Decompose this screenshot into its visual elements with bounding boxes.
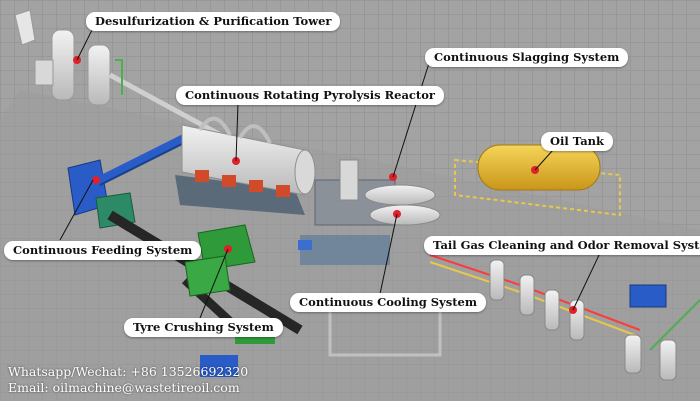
label-pyrolysis-reactor: Continuous Rotating Pyrolysis Reactor bbox=[176, 86, 444, 105]
contact-whatsapp: Whatsapp/Wechat: +86 13526692320 bbox=[8, 364, 249, 379]
marker-dot bbox=[92, 176, 100, 184]
label-desulfurization-tower: Desulfurization & Purification Tower bbox=[86, 12, 341, 31]
label-tyre-crushing-system: Tyre Crushing System bbox=[124, 318, 283, 337]
label-slagging-system: Continuous Slagging System bbox=[425, 48, 629, 67]
contact-email: Email: oilmachine@wastetireoil.com bbox=[8, 380, 240, 395]
label-cooling-system: Continuous Cooling System bbox=[290, 293, 486, 312]
pyrolysis-reactor bbox=[175, 116, 316, 215]
leader-lines bbox=[59, 21, 601, 319]
label-oil-tank: Oil Tank bbox=[541, 132, 613, 151]
oil-tank bbox=[454, 144, 621, 217]
label-tail-gas-system: Tail Gas Cleaning and Odor Removal Syste… bbox=[424, 236, 700, 255]
feeding-system bbox=[67, 131, 192, 229]
label-feeding-system: Continuous Feeding System bbox=[4, 241, 202, 260]
desulfurization-tower bbox=[14, 9, 232, 143]
